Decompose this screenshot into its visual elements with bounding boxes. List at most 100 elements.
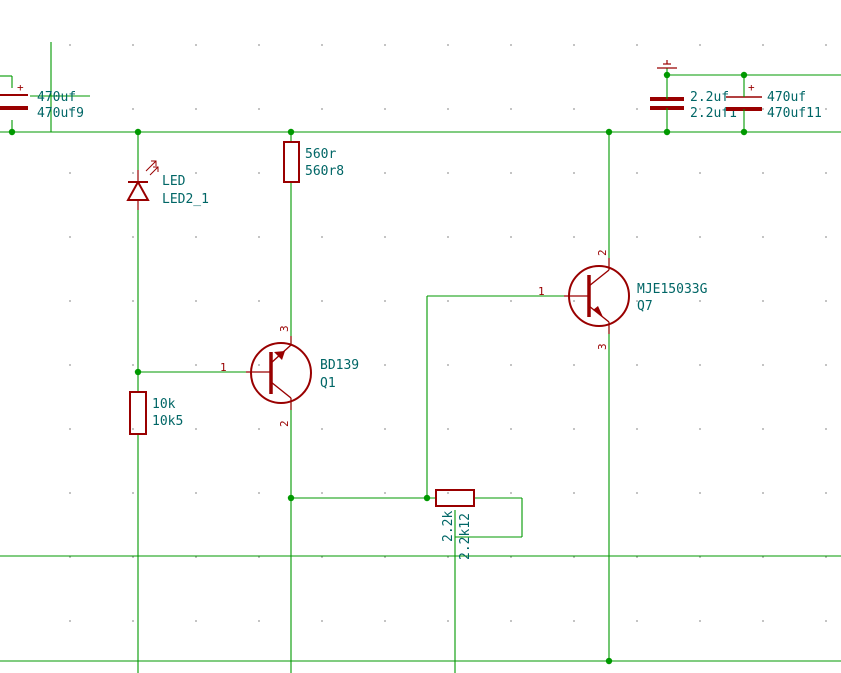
grid-dot bbox=[573, 172, 575, 174]
grid-dot bbox=[447, 492, 449, 494]
grid-dot bbox=[636, 44, 638, 46]
grid-dot bbox=[384, 364, 386, 366]
q7-ref: Q7 bbox=[637, 299, 653, 314]
junction-right-cap bbox=[740, 128, 748, 136]
resistor-560r-ref: 560r8 bbox=[305, 164, 344, 179]
led-ref: LED2_1 bbox=[162, 192, 209, 207]
grid-dot bbox=[258, 172, 260, 174]
cap-left-ref: 470uf9 bbox=[37, 106, 84, 121]
q7-pin-1: 1 bbox=[538, 285, 545, 298]
grid-dot bbox=[699, 492, 701, 494]
grid-dot bbox=[699, 44, 701, 46]
resistor-10k-body bbox=[129, 391, 147, 435]
q1-lower-leg bbox=[270, 381, 292, 399]
grid-dot bbox=[636, 172, 638, 174]
grid-dot bbox=[636, 364, 638, 366]
grid-dot bbox=[825, 236, 827, 238]
grid-dot bbox=[699, 172, 701, 174]
grid-dot bbox=[573, 300, 575, 302]
grid-dot bbox=[321, 172, 323, 174]
resistor-10k5[interactable]: 10k 10k5 bbox=[129, 391, 183, 435]
grid-dot bbox=[321, 236, 323, 238]
resistor-pot-body bbox=[435, 489, 475, 507]
grid-dot bbox=[384, 108, 386, 110]
capacitor-470uf11[interactable]: + 470uf 470uf11 bbox=[726, 81, 822, 121]
q1-outline bbox=[250, 342, 312, 404]
led-arrowhead-2 bbox=[153, 166, 159, 172]
grid-dot bbox=[825, 300, 827, 302]
grid-dot bbox=[825, 364, 827, 366]
grid-dot bbox=[195, 108, 197, 110]
grid-dot bbox=[510, 428, 512, 430]
grid-dot bbox=[699, 428, 701, 430]
grid-dot bbox=[636, 236, 638, 238]
junction-small-cap bbox=[663, 128, 671, 136]
resistor-560r-value: 560r bbox=[305, 147, 336, 162]
led-ray-2 bbox=[149, 166, 159, 176]
ground-symbol bbox=[657, 60, 677, 69]
grid-dot bbox=[699, 236, 701, 238]
grid-dot bbox=[510, 300, 512, 302]
resistor-560r8[interactable]: 560r 560r8 bbox=[283, 141, 344, 183]
grid-dot bbox=[69, 44, 71, 46]
grid-dot bbox=[258, 364, 260, 366]
cap-right-value: 470uf bbox=[767, 90, 806, 105]
grid-dot bbox=[447, 364, 449, 366]
led-value: LED bbox=[162, 174, 186, 189]
grid-dot bbox=[132, 492, 134, 494]
resistor-pot-ref: 2.2k12 bbox=[458, 513, 473, 560]
q1-value: BD139 bbox=[320, 358, 359, 373]
grid-dot bbox=[762, 428, 764, 430]
grid-dot bbox=[510, 108, 512, 110]
junction-right-cap-top bbox=[740, 71, 748, 79]
grid-dot bbox=[384, 44, 386, 46]
capacitor-470uf9[interactable]: + 470uf 470uf9 bbox=[0, 81, 84, 121]
grid-dot bbox=[762, 236, 764, 238]
grid-dot bbox=[825, 428, 827, 430]
junction-led-top bbox=[134, 128, 142, 136]
grid-dot bbox=[384, 620, 386, 622]
grid-dot bbox=[69, 620, 71, 622]
grid-dot bbox=[510, 172, 512, 174]
grid-dot bbox=[258, 236, 260, 238]
grid-dot bbox=[447, 620, 449, 622]
grid-dot bbox=[510, 364, 512, 366]
led-ray-1 bbox=[145, 160, 157, 172]
grid-dot bbox=[132, 300, 134, 302]
grid-dot bbox=[447, 428, 449, 430]
cap-small-value: 2.2uf bbox=[690, 90, 729, 105]
capacitor-2.2uf1[interactable]: 2.2uf 2.2uf1 bbox=[650, 88, 737, 121]
junction-q7-bottom bbox=[605, 657, 613, 665]
grid-dot bbox=[258, 108, 260, 110]
resistor-10k-ref: 10k5 bbox=[152, 414, 183, 429]
grid-dot bbox=[384, 172, 386, 174]
grid-dot bbox=[762, 300, 764, 302]
grid-dot bbox=[699, 300, 701, 302]
grid-dot bbox=[132, 236, 134, 238]
resistor-10k-value: 10k bbox=[152, 397, 176, 412]
transistor-Q1[interactable]: 1 3 2 BD139 Q1 bbox=[220, 325, 359, 427]
resistor-pot-value: 2.2k bbox=[441, 511, 456, 542]
led-LED2_1[interactable]: LED LED2_1 bbox=[126, 160, 209, 210]
grid-dot bbox=[132, 44, 134, 46]
q1-ref: Q1 bbox=[320, 376, 336, 391]
grid-dot bbox=[510, 236, 512, 238]
wires bbox=[0, 42, 841, 673]
grid-dot bbox=[195, 44, 197, 46]
q1-pin-3: 3 bbox=[278, 325, 291, 332]
grid-dot bbox=[258, 492, 260, 494]
grid-dot bbox=[258, 44, 260, 46]
grid-dot bbox=[321, 44, 323, 46]
cap-left-plus: + bbox=[17, 81, 24, 94]
grid-dot bbox=[69, 364, 71, 366]
resistor-560r-body bbox=[283, 141, 300, 183]
transistor-Q7[interactable]: 1 2 3 MJE15033G Q7 bbox=[538, 249, 708, 350]
grid-dot bbox=[825, 620, 827, 622]
grid-dot bbox=[195, 236, 197, 238]
grid-dot bbox=[321, 492, 323, 494]
grid-dot bbox=[510, 620, 512, 622]
grid-dot bbox=[510, 44, 512, 46]
resistor-2.2k12[interactable]: 2.2k 2.2k12 bbox=[435, 489, 475, 560]
grid-dot bbox=[762, 172, 764, 174]
